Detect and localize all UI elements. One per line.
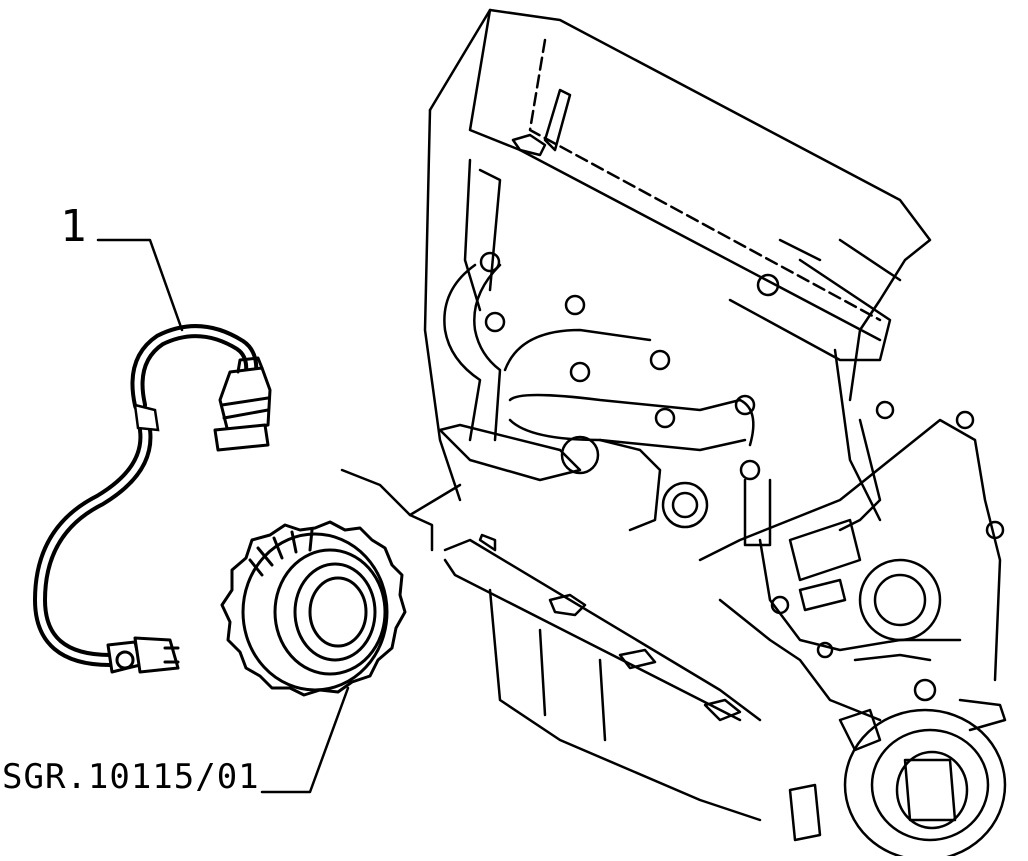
location-leader (340, 468, 462, 552)
callout-leaders (96, 238, 350, 794)
timing-sprocket (220, 520, 407, 697)
leader-part-1 (96, 238, 184, 332)
sensor-cable-assembly (32, 324, 272, 674)
engine-block (423, 8, 1007, 861)
leader-drawing-ref (260, 686, 350, 794)
part-number-label: 1 (60, 201, 87, 252)
drawing-reference-label: SGR.10115/01 (2, 757, 260, 797)
